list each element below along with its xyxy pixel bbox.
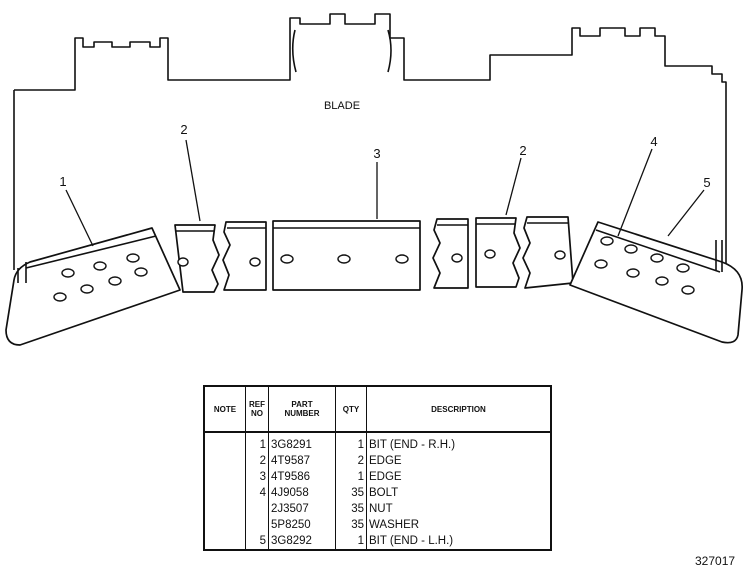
bolt-hole [626, 268, 640, 278]
ref-cell: 5 [245, 533, 269, 550]
col-note-header: NOTE [204, 386, 246, 433]
description-cell: EDGE [366, 469, 551, 485]
bolt-hole [484, 249, 496, 259]
edge-center [272, 220, 421, 291]
ref-cell: 2 [245, 453, 269, 469]
part-number-cell: 3G8292 [268, 533, 336, 550]
bolt-hole [126, 253, 140, 263]
note-cell [204, 485, 246, 501]
bolt-hole [600, 236, 614, 246]
part-number-cell: 4J9058 [268, 485, 336, 501]
end-bit-rh [5, 227, 181, 346]
ref-cell [245, 501, 269, 517]
ref-cell: 1 [245, 432, 269, 453]
bolt-hole [80, 284, 94, 294]
description-cell: BIT (END - L.H.) [366, 533, 551, 550]
end-bit-lh [569, 221, 743, 344]
bolt-hole [395, 254, 409, 264]
blade-exploded-diagram: BLADE [5, 13, 743, 346]
ref-cell: 3 [245, 469, 269, 485]
part-number-cell: 4T9586 [268, 469, 336, 485]
bolt-hole [280, 254, 294, 264]
part-number-cell: 5P8250 [268, 517, 336, 533]
note-cell [204, 453, 246, 469]
blade-outline: BLADE [13, 13, 727, 270]
bolt-hole [594, 259, 608, 269]
callout-2a: 2 [180, 122, 187, 137]
blade-label: BLADE [324, 100, 360, 112]
qty-cell: 1 [335, 432, 367, 453]
note-cell [204, 533, 246, 550]
qty-cell: 35 [335, 485, 367, 501]
bolt-hole [650, 253, 664, 263]
part-number-cell: 3G8291 [268, 432, 336, 453]
bolt-hole [624, 244, 638, 254]
qty-cell: 35 [335, 517, 367, 533]
drawing-number: 327017 [695, 554, 736, 568]
note-cell [204, 501, 246, 517]
qty-cell: 1 [335, 469, 367, 485]
qty-cell: 35 [335, 501, 367, 517]
callout-4: 4 [650, 134, 657, 149]
callout-3: 3 [373, 146, 380, 161]
bolt-hole [93, 261, 107, 271]
col-description-header: DESCRIPTION [366, 386, 551, 433]
bolt-hole [134, 267, 148, 277]
description-cell: EDGE [366, 453, 551, 469]
edge-center-right-stub [432, 218, 469, 289]
bolt-hole [249, 257, 261, 267]
callout-1: 1 [59, 174, 66, 189]
bolt-hole [61, 268, 75, 278]
qty-cell: 1 [335, 533, 367, 550]
bolt-hole [655, 276, 669, 286]
edge-center-left-stub [222, 221, 267, 291]
edge-left [174, 224, 220, 293]
part-number-cell: 4T9587 [268, 453, 336, 469]
bolt-hole [337, 254, 351, 264]
bolt-hole [554, 250, 566, 260]
description-cell: WASHER [366, 517, 551, 533]
part-number-cell: 2J3507 [268, 501, 336, 517]
bolt-hole [676, 263, 690, 273]
bolt-hole [53, 292, 67, 302]
description-cell: BOLT [366, 485, 551, 501]
bolt-hole [681, 285, 695, 295]
callout-2b: 2 [519, 143, 526, 158]
col-qty-header: QTY [335, 386, 367, 433]
description-cell: NUT [366, 501, 551, 517]
description-cell: BIT (END - R.H.) [366, 432, 551, 453]
leader-lines [65, 139, 705, 247]
note-cell [204, 432, 246, 453]
note-cell [204, 469, 246, 485]
ref-cell: 4 [245, 485, 269, 501]
callout-5: 5 [703, 175, 710, 190]
bolt-hole [451, 253, 463, 263]
edge-right-stub [522, 216, 574, 289]
bolt-hole [108, 276, 122, 286]
ref-cell [245, 517, 269, 533]
qty-cell: 2 [335, 453, 367, 469]
edge-right [475, 217, 521, 288]
bolt-hole [177, 257, 189, 267]
note-cell [204, 517, 246, 533]
